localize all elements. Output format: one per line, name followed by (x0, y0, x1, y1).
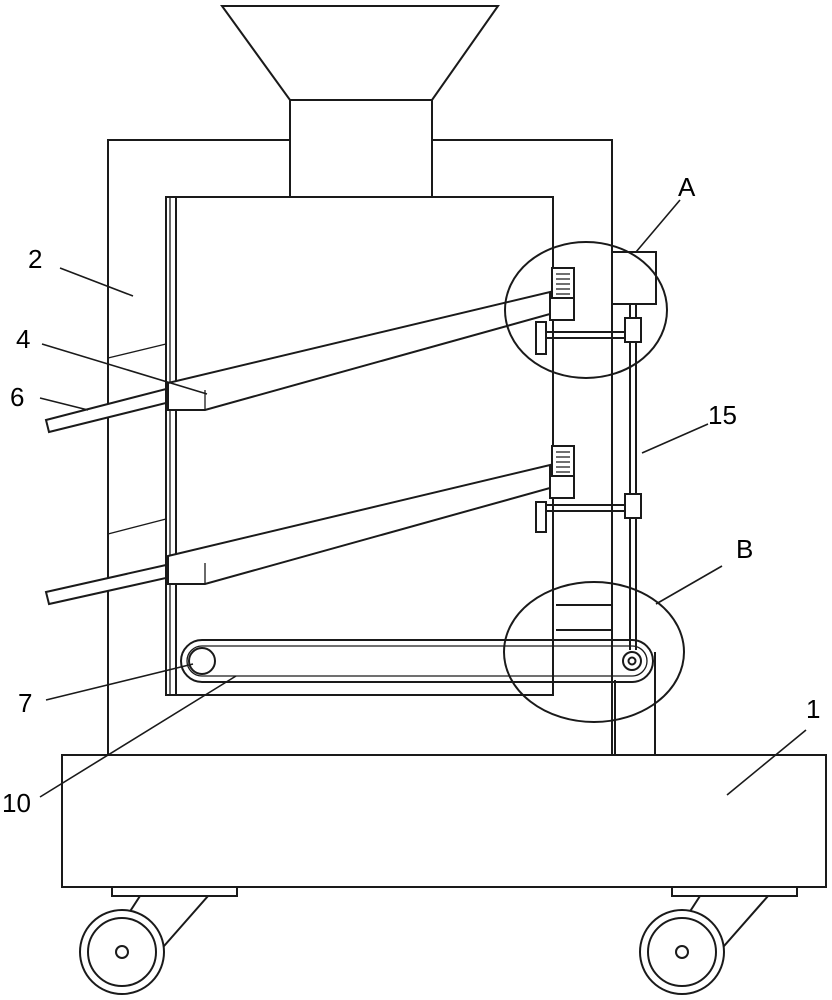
label-detail-b: B (736, 534, 753, 564)
hopper (220, 5, 500, 198)
detail-circle-a (504, 241, 668, 379)
inner-chamber (165, 196, 554, 696)
roller-left (188, 647, 216, 675)
outlet-chute-upper (44, 343, 167, 434)
motor-box (611, 251, 657, 305)
label-belt: 10 (2, 788, 31, 818)
label-screen: 4 (16, 324, 30, 354)
roller-right (622, 651, 642, 671)
label-outlet: 6 (10, 382, 24, 412)
caster-left (79, 886, 238, 995)
leader-lines (39, 199, 807, 798)
vertical-rod (624, 304, 642, 650)
spring-assembly-upper (535, 267, 628, 355)
outer-frame (107, 139, 613, 755)
base (61, 754, 827, 888)
label-base: 1 (806, 694, 820, 724)
outlet-chute-lower (44, 518, 167, 606)
screen-plate-lower (167, 463, 551, 585)
detail-circle-b (503, 581, 685, 723)
screen-plate-upper (167, 290, 551, 411)
caster-right (639, 886, 798, 995)
conveyor-belt (180, 639, 654, 683)
label-rod: 15 (708, 400, 737, 430)
support-column (556, 604, 656, 755)
label-detail-a: A (678, 172, 696, 202)
label-roller: 7 (18, 688, 32, 718)
label-frame: 2 (28, 244, 42, 274)
spring-assembly-lower (535, 445, 628, 533)
